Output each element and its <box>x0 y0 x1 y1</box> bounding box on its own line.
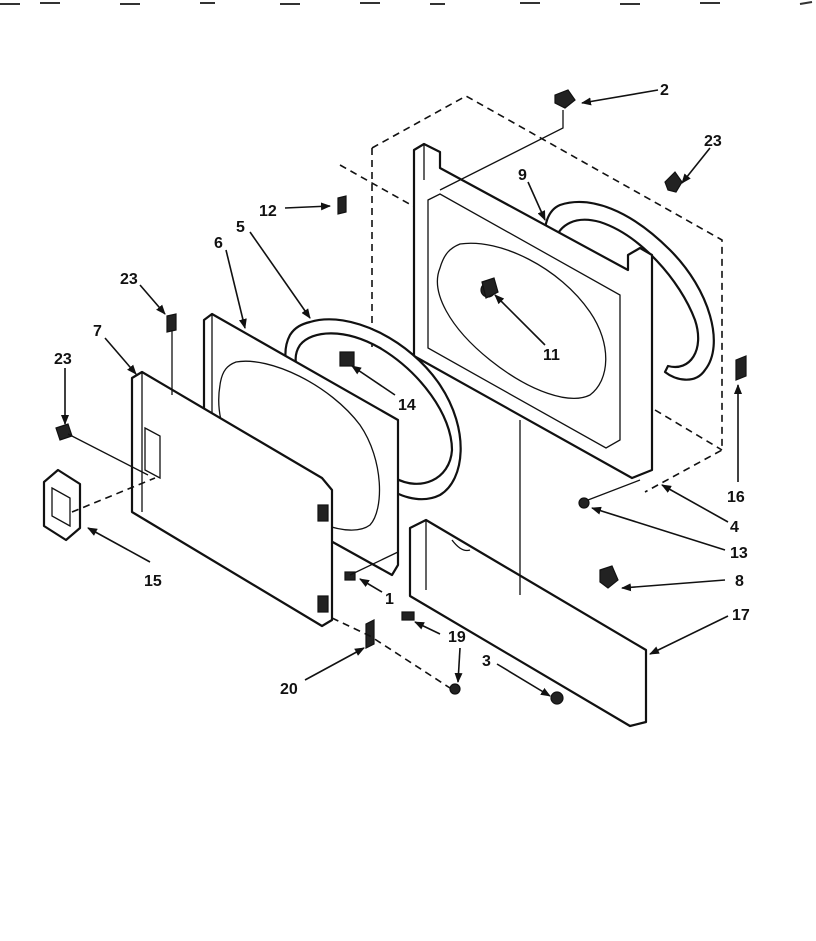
cabinet-outline-dashed <box>339 95 723 493</box>
callout-23-left: 23 <box>54 351 72 368</box>
callout-1: 1 <box>385 591 394 608</box>
part-20-hinge <box>365 619 375 649</box>
top-edge-marks <box>0 1 813 5</box>
callout-17: 17 <box>732 607 750 624</box>
door-handle <box>42 468 82 542</box>
callout-20: 20 <box>280 681 298 698</box>
part-8-clip <box>599 565 619 589</box>
callout-labels: 2 23 9 12 5 6 23 7 23 11 14 16 4 13 8 17… <box>54 82 750 698</box>
callout-11: 11 <box>543 347 560 364</box>
part-11-strike <box>481 277 499 299</box>
part-23-screw-upper <box>166 313 177 333</box>
callout-16: 16 <box>727 489 745 506</box>
callout-12: 12 <box>259 203 277 220</box>
callout-3: 3 <box>482 653 491 670</box>
part-2-clip <box>554 89 576 109</box>
part-23-screw-left <box>55 423 73 441</box>
callout-14: 14 <box>398 397 416 414</box>
part-12-screw <box>337 195 347 215</box>
alignment-lines <box>67 110 641 689</box>
part-21-bracket <box>664 171 683 193</box>
callout-15: 15 <box>144 573 162 590</box>
callout-5: 5 <box>236 219 245 236</box>
part-3-screw <box>550 691 564 705</box>
part-19-screw-upper <box>401 611 415 621</box>
callout-9: 9 <box>518 167 527 184</box>
callout-19-upper: 19 <box>448 629 466 646</box>
part-1-screw <box>344 571 356 581</box>
part-16-clip <box>735 355 747 381</box>
toe-panel <box>408 518 648 728</box>
part-13-screw <box>578 497 590 509</box>
leader-arrows <box>61 89 742 697</box>
callout-8: 8 <box>735 573 744 590</box>
callout-2: 2 <box>660 82 669 99</box>
callout-13: 13 <box>730 545 748 562</box>
callout-23-upper: 23 <box>120 271 138 288</box>
callout-4: 4 <box>730 519 739 536</box>
callout-6: 6 <box>214 235 223 252</box>
callout-7: 7 <box>93 323 102 340</box>
callout-21: 23 <box>704 133 722 150</box>
part-19-screw-lower <box>449 683 461 695</box>
hardware-parts <box>55 89 747 705</box>
